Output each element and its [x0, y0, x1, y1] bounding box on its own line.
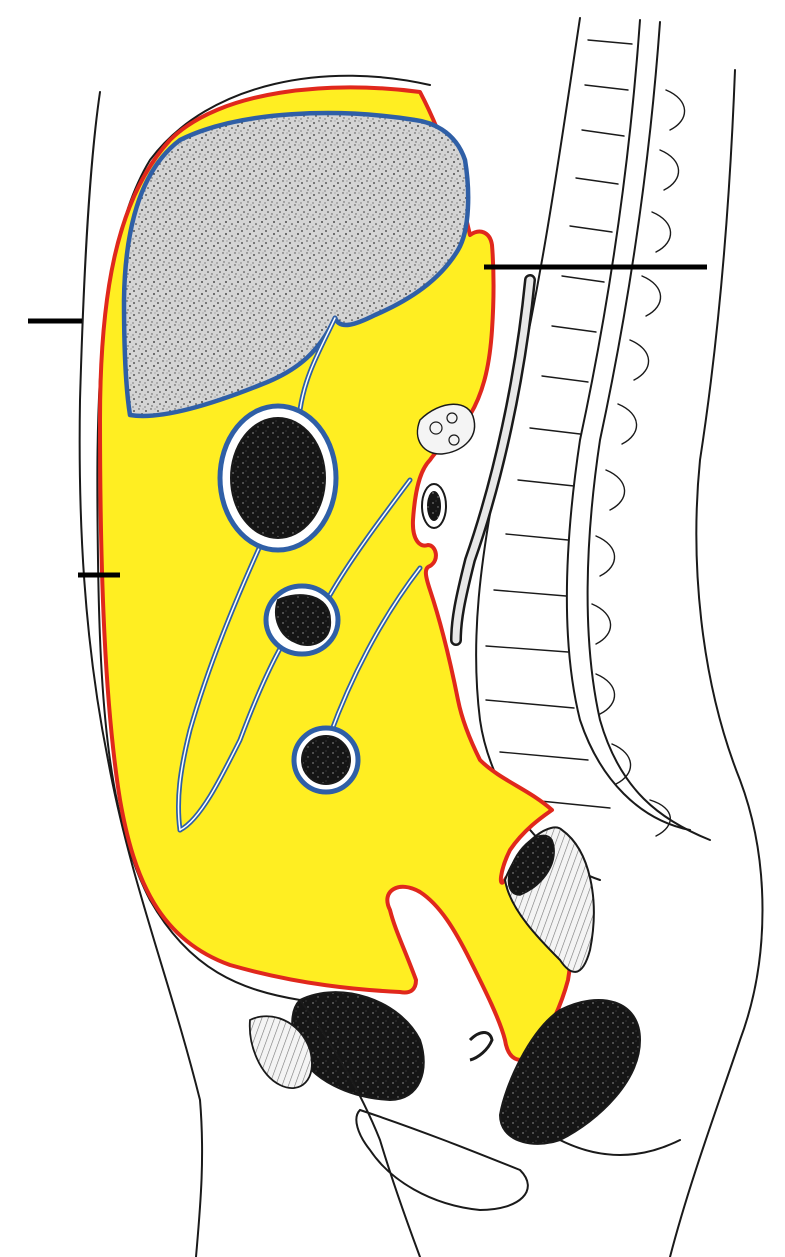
- small-intestine: [294, 728, 358, 792]
- vertebral-column: [476, 18, 710, 880]
- duodenum: [422, 484, 446, 528]
- stomach: [220, 406, 336, 550]
- transverse-colon: [266, 586, 338, 654]
- posterior-body-wall-outline: [670, 70, 763, 1257]
- bladder: [250, 992, 424, 1100]
